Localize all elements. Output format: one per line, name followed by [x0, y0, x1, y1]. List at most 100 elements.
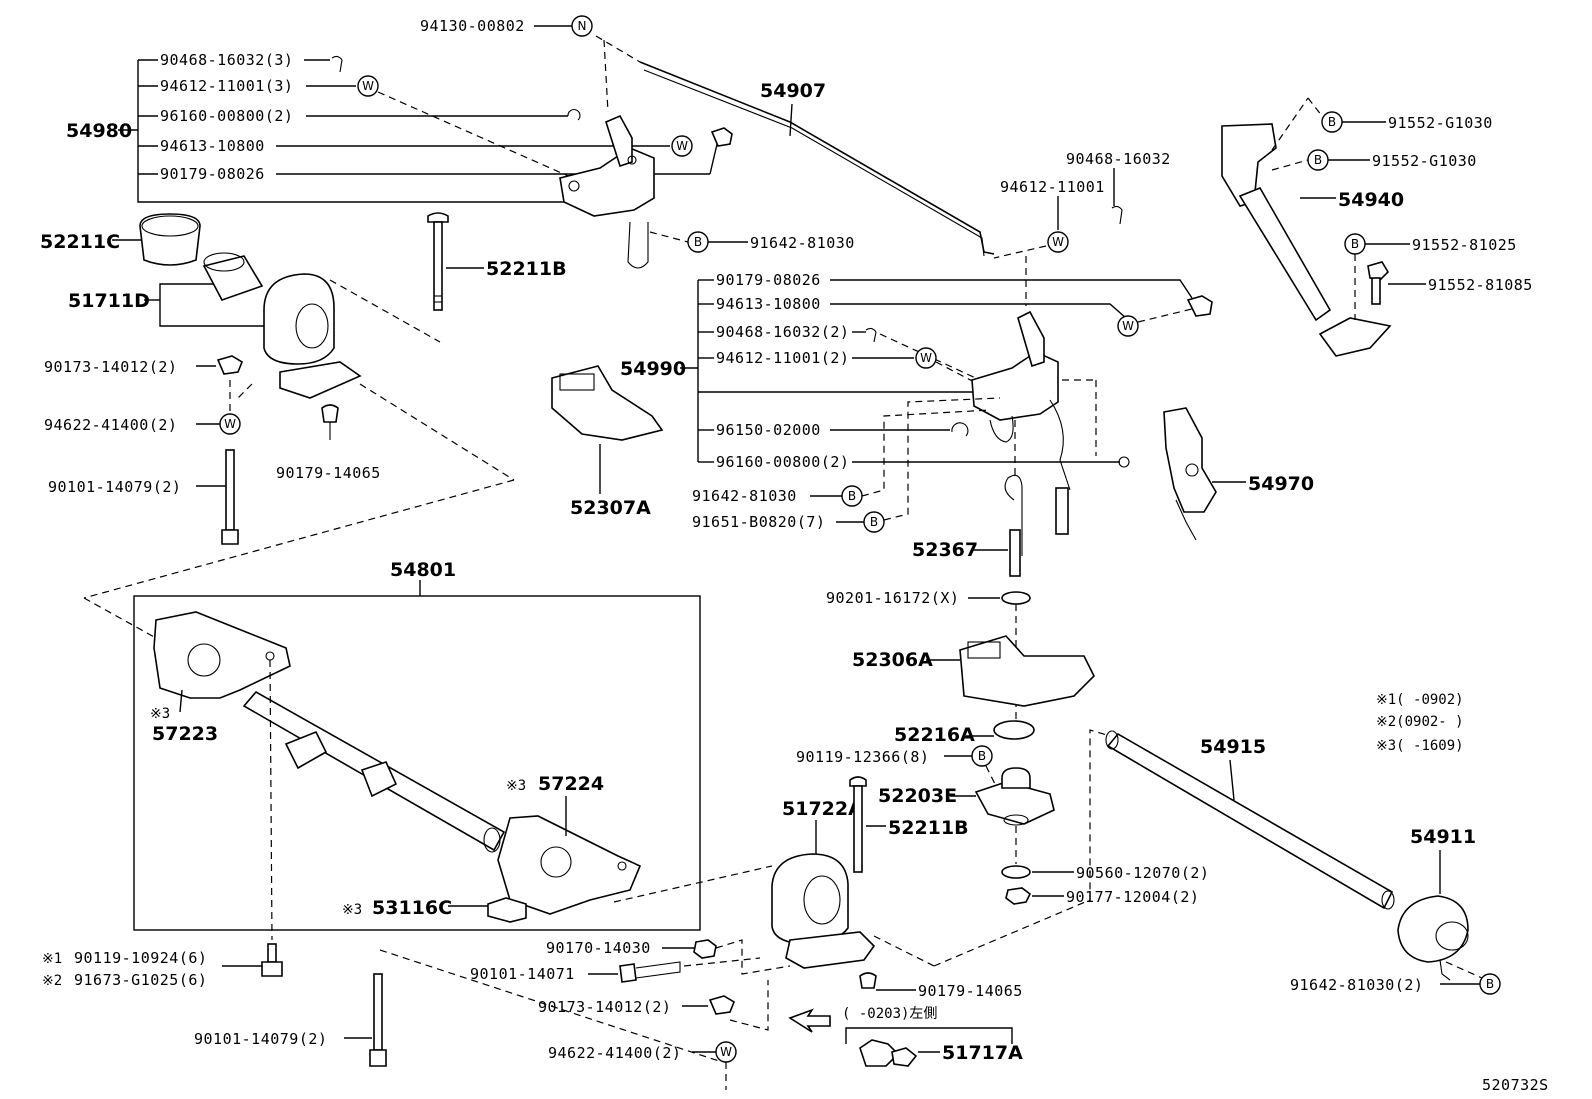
part-label-90179-14065-b[interactable]: 90179-14065 [918, 982, 1023, 1000]
part-label-94612-11001-b[interactable]: 94612-11001 [1000, 178, 1105, 196]
clip-icon [567, 109, 581, 121]
b-symbol-icon: B [1344, 233, 1366, 255]
nut-icon [216, 355, 243, 375]
group-54980: 54980 90468-16032(3) 94612-11001(3) 9616… [66, 51, 733, 269]
group-54990: 90468-16032 94612-11001 54990 90179-0802… [620, 150, 1213, 577]
part-label-51717A[interactable]: 51717A [942, 1042, 1023, 1064]
part-label-94130-00802[interactable]: 94130-00802 [420, 17, 525, 35]
part-label-96150-02000[interactable]: 96150-02000 [716, 421, 821, 439]
part-label-52211B-a[interactable]: 52211B [486, 258, 567, 280]
part-label-52307A[interactable]: 52307A [570, 497, 651, 519]
bracket-assembly-54980 [559, 147, 655, 217]
box-54801: 54801 ※3 57223 ※3 57224 ※3 53116C [133, 559, 701, 941]
part-label-91651-B0820-7[interactable]: 91651-B0820(7) [692, 513, 825, 531]
washer-symbol-icon [915, 347, 937, 369]
part-label-54915[interactable]: 54915 [1200, 736, 1266, 758]
part-label-90468-16032-b[interactable]: 90468-16032 [1066, 150, 1171, 168]
part-label-90177-12004-2[interactable]: 90177-12004(2) [1066, 888, 1199, 906]
washer-symbol-icon [715, 1041, 737, 1063]
svg-text:B: B [1486, 977, 1494, 991]
part-label-90179-14065-a[interactable]: 90179-14065 [276, 464, 381, 482]
bracket-57223-icon [153, 611, 291, 699]
b-symbol-icon: B [971, 745, 993, 767]
long-bolt-icon [373, 973, 383, 1051]
part-label-90201-16172-X[interactable]: 90201-16172(X) [826, 589, 959, 607]
bolt-52211B-top: 52211B [427, 212, 567, 311]
part-label-54911[interactable]: 54911 [1410, 826, 1476, 848]
part-label-52367[interactable]: 52367 [912, 539, 978, 561]
part-label-94622-41400-2-a[interactable]: 94622-41400(2) [44, 416, 177, 434]
part-label-90119-12366-8[interactable]: 90119-12366(8) [796, 748, 929, 766]
part-label-52216A[interactable]: 52216A [894, 724, 975, 746]
svg-text:B: B [694, 235, 702, 249]
bushing-52211C-icon [139, 213, 201, 266]
nut-icon [1186, 295, 1213, 317]
part-label-90560-12070-2[interactable]: 90560-12070(2) [1076, 864, 1209, 882]
part-label-51722A[interactable]: 51722A [782, 798, 863, 820]
part-label-54990[interactable]: 54990 [620, 358, 686, 380]
rod-54907: 54907 [639, 61, 995, 257]
part-label-52306A[interactable]: 52306A [852, 649, 933, 671]
bottom-middle-fasteners: 90170-14030 90101-14071 90173-14012(2) 9… [470, 939, 831, 1090]
part-label-54940[interactable]: 54940 [1338, 189, 1404, 211]
part-label-96160-00800-2[interactable]: 96160-00800(2) [160, 107, 293, 125]
part-label-57224[interactable]: 57224 [538, 773, 604, 795]
part-label-90179-08026-a[interactable]: 90179-08026 [160, 165, 265, 183]
bolt-head-icon [849, 776, 867, 787]
part-label-94613-10800-a[interactable]: 94613-10800 [160, 137, 265, 155]
part-label-53116C[interactable]: 53116C [372, 897, 452, 919]
part-label-91552-81085[interactable]: 91552-81085 [1428, 276, 1533, 294]
part-label-90101-14079-2-a[interactable]: 90101-14079(2) [48, 478, 181, 496]
mark-57224: ※3 [506, 778, 526, 794]
callout-94130-00802: 94130-00802 N [420, 15, 641, 113]
b-symbol-icon: B [1479, 973, 1501, 995]
part-label-91552-81025[interactable]: 91552-81025 [1412, 236, 1517, 254]
washer-icon [1001, 865, 1031, 879]
part-label-90179-08026-b[interactable]: 90179-08026 [716, 271, 821, 289]
bracket-54970-icon [1163, 407, 1217, 513]
part-label-91673-G1025-6[interactable]: 91673-G1025(6) [74, 971, 207, 989]
part-label-57223[interactable]: 57223 [152, 723, 218, 745]
svg-text:B: B [1314, 153, 1322, 167]
part-label-90173-14012-2-a[interactable]: 90173-14012(2) [44, 358, 177, 376]
sleeve-icon [202, 255, 264, 301]
bolt-head-icon [427, 212, 449, 223]
part-label-90173-14012-2-b[interactable]: 90173-14012(2) [538, 998, 671, 1016]
part-label-94612-11001-3[interactable]: 94612-11001(3) [160, 77, 293, 95]
part-label-91642-81030-b[interactable]: 91642-81030 [692, 487, 797, 505]
part-label-91552-G1030-a[interactable]: 91552-G1030 [1388, 114, 1493, 132]
part-label-91642-81030-a[interactable]: 91642-81030 [750, 234, 855, 252]
part-label-91642-81030-2[interactable]: 91642-81030(2) [1290, 976, 1423, 994]
part-label-90119-10924-6[interactable]: 90119-10924(6) [74, 949, 207, 967]
b-symbol-icon: B [863, 511, 885, 533]
part-label-52211C[interactable]: 52211C [40, 231, 120, 253]
part-label-90101-14071[interactable]: 90101-14071 [470, 965, 575, 983]
part-label-94622-41400-2-b[interactable]: 94622-41400(2) [548, 1044, 681, 1062]
part-label-54980[interactable]: 54980 [66, 120, 132, 142]
diagram-id: 520732S [1482, 1076, 1549, 1094]
part-label-54907[interactable]: 54907 [760, 80, 826, 102]
bolt-90179-14065-icon [859, 972, 877, 989]
part-label-51711D[interactable]: 51711D [68, 290, 150, 312]
part-label-90101-14079-2-b[interactable]: 90101-14079(2) [194, 1030, 327, 1048]
part-label-90468-16032-3[interactable]: 90468-16032(3) [160, 51, 293, 69]
bolt-icon [619, 963, 637, 983]
part-label-94613-10800-b[interactable]: 94613-10800 [716, 295, 821, 313]
part-label-52203E[interactable]: 52203E [878, 785, 957, 807]
control-rod-icon [639, 61, 995, 255]
part-label-96160-00800-2b[interactable]: 96160-00800(2) [716, 453, 849, 471]
part-label-54970[interactable]: 54970 [1248, 473, 1314, 495]
anchor-arm-54911-icon [1397, 895, 1469, 963]
nut-icon [710, 127, 733, 147]
part-label-90468-16032-2[interactable]: 90468-16032(2) [716, 323, 849, 341]
legend-note-2: ※2(0902- ) [1376, 714, 1464, 730]
washer-icon [1001, 591, 1031, 605]
part-label-94612-11001-2[interactable]: 94612-11001(2) [716, 349, 849, 367]
torsion-bar-54915-icon [1106, 732, 1394, 910]
part-label-90170-14030[interactable]: 90170-14030 [546, 939, 651, 957]
part-label-52211B-b[interactable]: 52211B [888, 817, 969, 839]
part-label-91552-G1030-b[interactable]: 91552-G1030 [1372, 152, 1477, 170]
svg-text:B: B [870, 515, 878, 529]
part-label-54801[interactable]: 54801 [390, 559, 456, 581]
legend: ※1( -0902) ※2(0902- ) ※3( -1609) [1376, 692, 1464, 754]
